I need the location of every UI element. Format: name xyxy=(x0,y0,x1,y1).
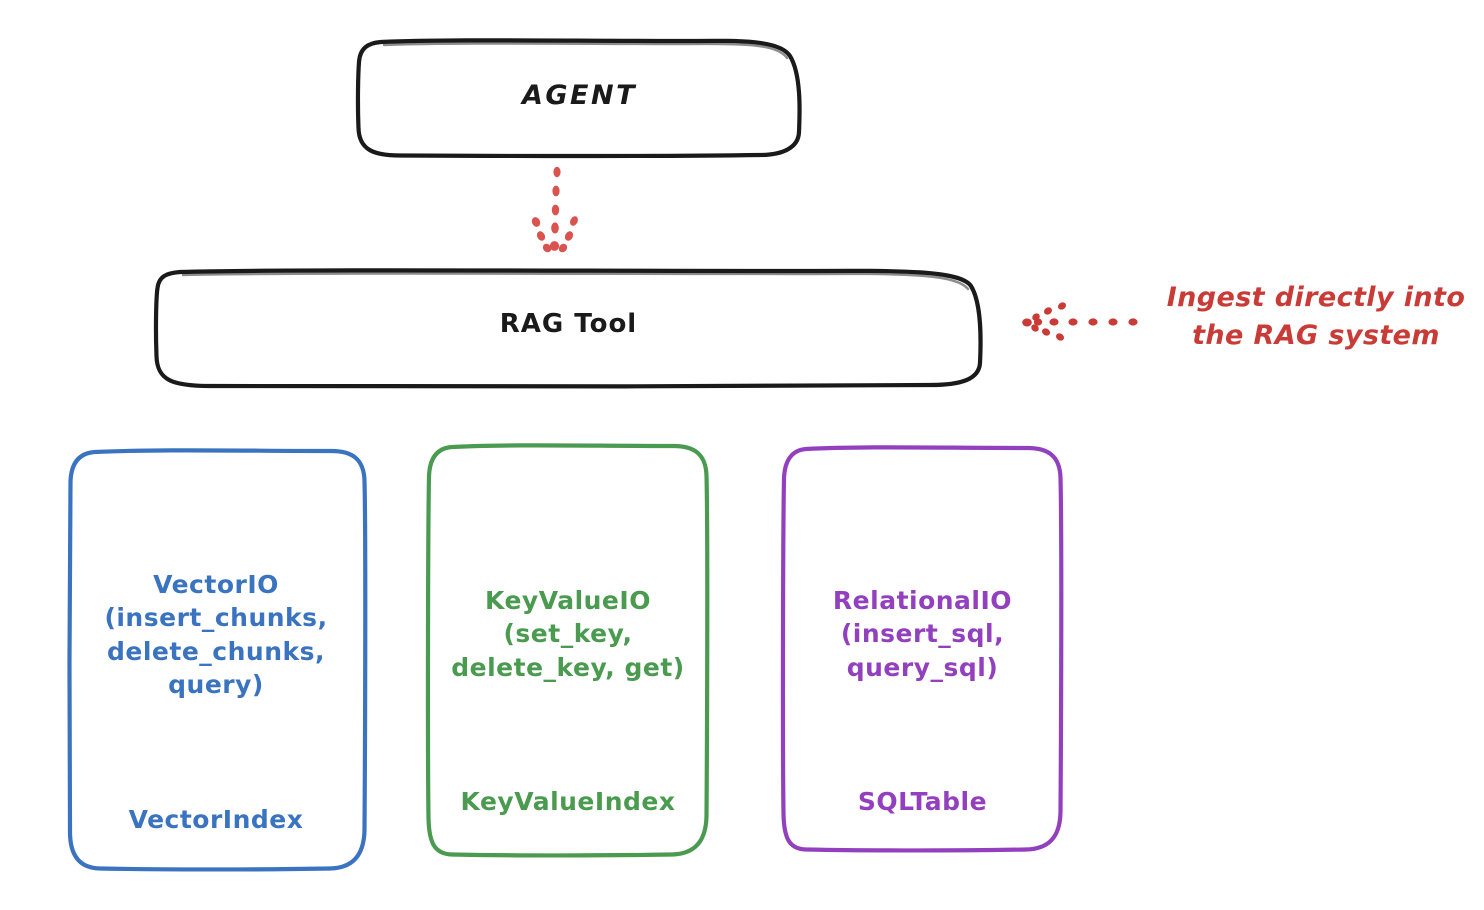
rag-tool-box-sketch-overstroke xyxy=(181,272,970,291)
agent-to-rag-arrow xyxy=(531,166,578,253)
relational-io-box-outline xyxy=(780,445,1064,853)
agent-box-sketch-overstroke xyxy=(382,42,789,60)
rag-tool-node[interactable] xyxy=(153,268,983,389)
key-value-io-box-outline xyxy=(425,443,710,858)
key-value-io-node[interactable] xyxy=(425,443,710,858)
agent-box-outline xyxy=(355,38,802,159)
relational-io-node[interactable] xyxy=(780,445,1064,853)
ingest-arrow xyxy=(1022,302,1138,341)
rag-tool-box-outline xyxy=(153,268,983,389)
ingest-annotation-text: Ingest directly into the RAG system xyxy=(1166,282,1466,351)
agent-node[interactable] xyxy=(355,38,802,159)
vector-io-box-outline xyxy=(67,448,368,872)
vector-io-node[interactable] xyxy=(67,448,368,872)
